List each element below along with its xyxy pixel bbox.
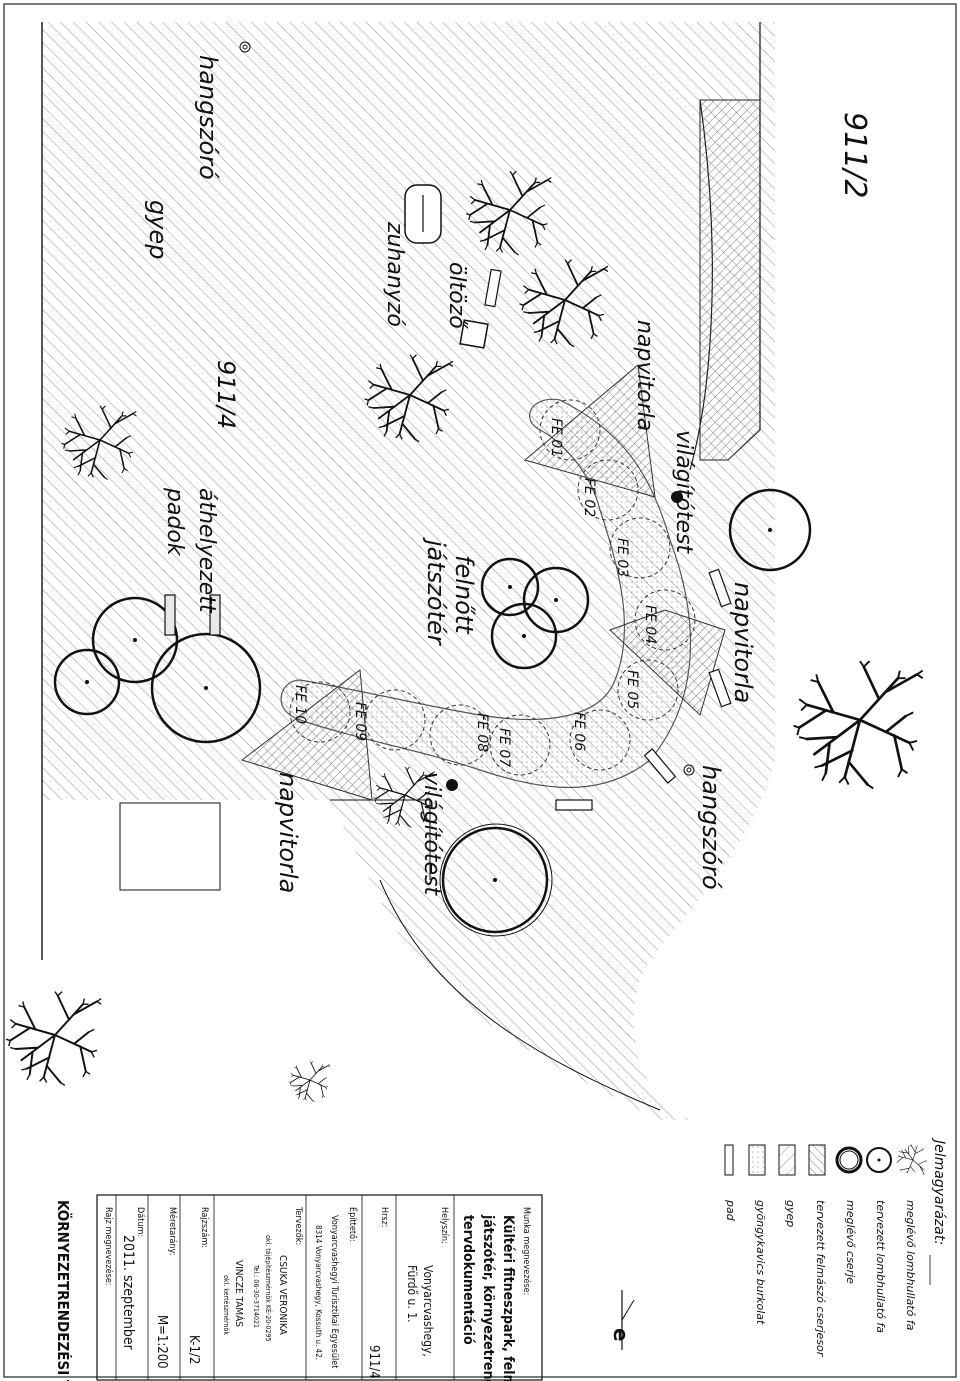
- playground-label-1: felnőtt: [450, 555, 478, 635]
- legend: Jelmagyarázat: meglévő lombhullató fa ter…: [724, 1137, 947, 1358]
- title-block-field: 911/4: [366, 1345, 381, 1379]
- legend-item-label: gyöngykavics burkolat: [754, 1200, 767, 1325]
- lawn-label: gyep: [144, 200, 172, 259]
- title-block-field: tervdokumentáció: [460, 1215, 476, 1345]
- moved-benches-label-2: padok: [162, 487, 187, 557]
- station-label: FE 07: [496, 728, 512, 767]
- light-label-bottom: világítótest: [419, 772, 444, 897]
- parcel-label-main: 911/4: [212, 360, 240, 429]
- title-block-field: játszótér, környezetrendezési: [480, 1214, 496, 1381]
- moved-benches-label-1: áthelyezett: [194, 488, 219, 614]
- title-block-field: Vonyarcvashegy,: [421, 1265, 435, 1357]
- title-block-field: M=1:200: [154, 1315, 169, 1369]
- road-area: [633, 22, 932, 1120]
- legend-item-label: meglévő lombhullató fa: [904, 1200, 917, 1331]
- title-block-field: VINCZE TAMÁS: [233, 1260, 246, 1327]
- station-label: FE 05: [624, 670, 640, 709]
- sun-sail-label-top: napvitorla: [632, 320, 657, 431]
- title-block-field: Méretarány:: [167, 1207, 178, 1256]
- legend-title: Jelmagyarázat:: [931, 1137, 947, 1245]
- sun-sail-label-right: napvitorla: [729, 582, 757, 703]
- speaker-label-right: hangszóró: [697, 765, 725, 890]
- station-label: FE 10: [292, 685, 308, 724]
- light-fixture-icons: [446, 491, 683, 791]
- legend-item-label: tervezett felmászó cserjesor: [814, 1200, 827, 1358]
- title-block-field: CSUKA VERONIKA: [277, 1255, 288, 1336]
- sun-sails: [240, 364, 726, 801]
- title-block-field: Munka megnevezése:: [521, 1207, 532, 1295]
- title-block-field: 8314 Vonyarcvashegy, Kossuth u. 42.: [314, 1225, 323, 1360]
- title-block-field: 2011. szeptember: [120, 1235, 136, 1351]
- changing-room-label: öltöző: [444, 262, 469, 329]
- title-block-field: Fürdő u. 1.: [405, 1265, 419, 1323]
- title-block-field: Tel.: 06-30-3714021: [252, 1264, 260, 1328]
- title-block-field: K-1/2: [186, 1335, 201, 1364]
- title-block-field: okl. kertészmérnök: [222, 1275, 230, 1335]
- station-label: FE 08: [474, 713, 490, 752]
- shower-label: zuhanyzó: [382, 221, 407, 327]
- planned-tree-icons: [53, 488, 812, 934]
- legend-item-label: tervezett lombhullató fa: [874, 1200, 887, 1333]
- station-label: FE 09: [352, 702, 368, 741]
- station-label: FE 03: [614, 538, 630, 577]
- title-block-field: Építtető:: [347, 1207, 359, 1242]
- sun-sail-label-bottom: napvitorla: [274, 772, 302, 893]
- legend-item-label: pad: [724, 1199, 737, 1222]
- changing-room-icon: [459, 319, 489, 349]
- title-block-field: Tervezők:: [293, 1206, 303, 1245]
- svg-text:e: e: [609, 1328, 633, 1342]
- title-block-field: Rajz megnevezése:: [103, 1207, 114, 1286]
- title-block-field: okl. tájépítészmérnök KÉ-20-0295: [264, 1235, 273, 1342]
- title-block-field: Vonyarcvashegyi Turisztikai Egyesület: [329, 1215, 339, 1368]
- title-block-field: Hrsz:: [379, 1207, 389, 1228]
- drawing-name: KÖRNYEZETRENDEZÉSI TERV: [54, 1200, 73, 1381]
- north-arrow-icon: e: [609, 1290, 635, 1350]
- speaker-icons: [239, 41, 695, 776]
- station-label: FE 02: [581, 478, 597, 517]
- legend-item-label: meglévő cserje: [844, 1200, 857, 1284]
- station-label: FE 04: [642, 605, 658, 644]
- station-label: FE 06: [571, 712, 587, 751]
- parcel-label-north: 911/2: [837, 112, 872, 198]
- legend-item-label: gyep: [784, 1200, 797, 1227]
- light-label-top: világítótest: [671, 430, 696, 555]
- title-block-field: Rajzszám:: [199, 1207, 209, 1248]
- building-outline: [119, 802, 221, 891]
- station-label: FE 01: [548, 418, 564, 457]
- title-block: Munka megnevezése: Kültéri fitneszpark, f…: [96, 1194, 543, 1381]
- title-block-field: Helyszín:: [439, 1207, 449, 1244]
- title-block-field: Dátum:: [135, 1207, 145, 1237]
- title-block-field: Kültéri fitneszpark, felnőtt: [500, 1215, 516, 1381]
- playground-label-2: játszótér: [422, 537, 450, 647]
- bench-icons: [164, 268, 732, 811]
- speaker-label-left: hangszóró: [194, 55, 222, 180]
